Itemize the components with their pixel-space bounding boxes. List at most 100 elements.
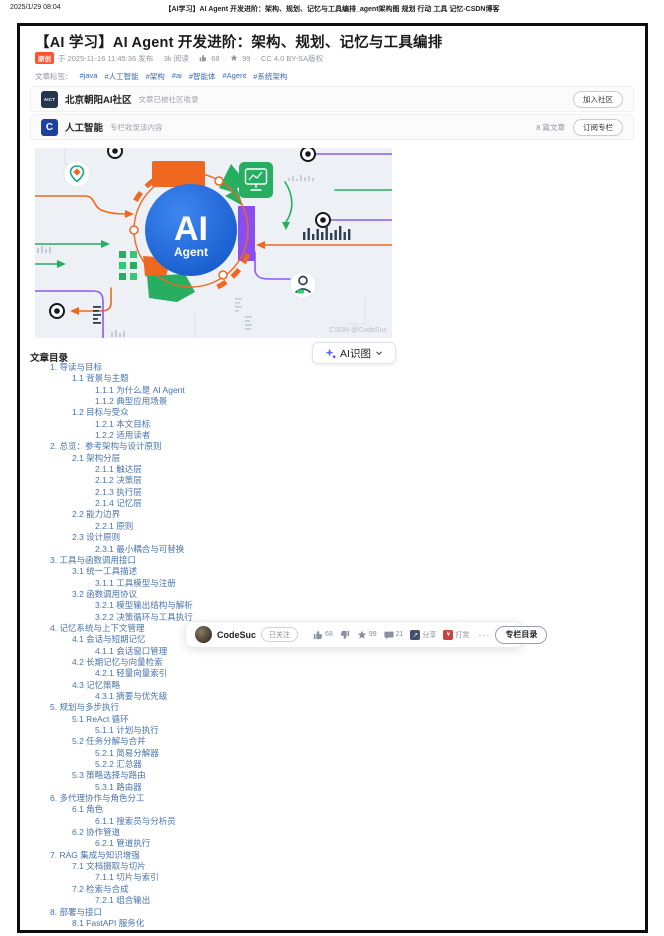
toc-item[interactable]: 1.1.1 为什么是 AI Agent xyxy=(95,384,185,395)
author-avatar[interactable] xyxy=(195,626,212,643)
toc-item[interactable]: 8. 部署与接口 xyxy=(50,906,102,917)
ai-agent-circle: AI Agent xyxy=(145,184,237,276)
comment-button[interactable]: 21 xyxy=(384,630,404,640)
author-name[interactable]: CodeSuc xyxy=(217,629,257,640)
join-community-button[interactable]: 加入社区 xyxy=(573,90,623,108)
toc-item[interactable]: 5.2.1 简易分解器 xyxy=(95,747,159,758)
toc-item[interactable]: 2.3 设计原则 xyxy=(72,532,121,543)
toc-item[interactable]: 5.1 ReAct 循环 xyxy=(72,713,129,724)
toc-item[interactable]: 8.1 FastAPI 服务化 xyxy=(72,917,145,928)
toc-item[interactable]: 3. 工具与函数调用接口 xyxy=(50,554,136,565)
toc-item[interactable]: 7.2 检索与合成 xyxy=(72,883,129,894)
toc-item[interactable]: 2.2 能力边界 xyxy=(72,509,121,520)
toc-item[interactable]: 1.2 目标与受众 xyxy=(72,407,129,418)
chevron-down-icon xyxy=(376,351,382,356)
share-button[interactable]: ↗ 分享 xyxy=(410,629,437,640)
community-avatar: AICT xyxy=(41,90,58,108)
toc-item[interactable]: 1.1.2 典型应用场景 xyxy=(95,396,168,407)
toc-item[interactable]: 3.1.1 工具模型与注册 xyxy=(95,577,176,588)
monitor-code-icon xyxy=(239,162,273,198)
tag-list: #java #人工智能 #架构 #ai #智能体 #Agent #系统架构 xyxy=(80,71,288,82)
like-count: 68 xyxy=(325,631,333,638)
toc-item[interactable]: 2.1.4 记忆层 xyxy=(95,498,142,509)
thumbs-down-icon xyxy=(340,630,349,639)
toc-item[interactable]: 1.2.1 本文目标 xyxy=(95,418,151,429)
toc-item[interactable]: 5.3 策略选择与路由 xyxy=(72,770,146,781)
toc-item[interactable]: 2.2.1 原则 xyxy=(95,520,134,531)
community-desc: 文章已被社区收录 xyxy=(138,94,199,104)
toc-item[interactable]: 4.1.1 会话窗口管理 xyxy=(95,645,168,656)
meta-star-count: 99 xyxy=(242,53,251,63)
toc-item[interactable]: 1. 导读与目标 xyxy=(50,362,102,372)
toc-item[interactable]: 4.2 长期记忆与向量检索 xyxy=(72,656,163,667)
tag-link[interactable]: #架构 xyxy=(145,72,165,81)
community-name[interactable]: 北京朝阳AI社区 xyxy=(65,95,132,106)
hero-svg: AI Agent xyxy=(35,148,392,338)
column-toc-button[interactable]: 专栏目录 xyxy=(495,625,548,644)
toc-item[interactable]: 6.2.1 管道执行 xyxy=(95,838,151,849)
column-name[interactable]: 人工智能 xyxy=(65,123,104,134)
toc-item[interactable]: 3.2.2 决策循环与工具执行 xyxy=(95,611,193,622)
toc-item[interactable]: 7.1.1 切片与索引 xyxy=(95,872,159,883)
like-button[interactable]: 68 xyxy=(313,630,333,640)
subscribe-column-button[interactable]: 订阅专栏 xyxy=(573,118,623,136)
toc-item[interactable]: 7. RAG 集成与知识增强 xyxy=(50,849,140,860)
ai-recognize-button[interactable]: AI识图 xyxy=(312,342,396,364)
toc-item[interactable]: 5.3.1 路由器 xyxy=(95,781,142,792)
target-node-icons xyxy=(49,148,331,319)
toc-item[interactable]: 2. 总览：参考架构与设计原则 xyxy=(50,441,162,452)
toc-item[interactable]: 1.1 背景与主题 xyxy=(72,373,129,384)
column-card[interactable]: C 人工智能 专栏收录该内容 8 篇文章 订阅专栏 xyxy=(30,114,634,140)
tag-link[interactable]: #人工智能 xyxy=(104,72,139,81)
toc-item[interactable]: 4.1 会话与短期记忆 xyxy=(72,634,146,645)
toc-item[interactable]: 5.1.1 计划与执行 xyxy=(95,725,159,735)
toc-item[interactable]: 2.3.1 最小耦合与可替换 xyxy=(95,543,185,554)
star-button[interactable]: 99 xyxy=(357,630,377,640)
toc-item[interactable]: 1.2.2 适用读者 xyxy=(95,430,151,441)
toc-item[interactable]: 4.3 记忆策略 xyxy=(72,679,121,690)
tag-link[interactable]: #智能体 xyxy=(188,72,216,81)
bar-chart-dark xyxy=(93,226,351,324)
arrowheads xyxy=(57,210,290,315)
toc-item[interactable]: 6.1 角色 xyxy=(72,804,104,815)
green-arrow xyxy=(219,164,249,206)
share-label: 分享 xyxy=(422,631,437,639)
toc-item[interactable]: 5.2 任务分解与合并 xyxy=(72,736,146,747)
toc-item[interactable]: 3.1 统一工具描述 xyxy=(72,566,138,577)
follow-button[interactable]: 已关注 xyxy=(261,627,299,642)
reward-icon: ¥ xyxy=(443,629,454,640)
article-title: 【AI 学习】AI Agent 开发进阶：架构、规划、记忆与工具编排 xyxy=(35,35,443,51)
toc-item[interactable]: 6.2 协作管道 xyxy=(72,827,121,838)
toc-item[interactable]: 2.1 架构分层 xyxy=(72,452,121,463)
more-button[interactable]: ··· xyxy=(478,629,491,640)
toc-item[interactable]: 6.1.1 搜索员与分析员 xyxy=(95,815,176,826)
toc-item[interactable]: 2.1.2 决策层 xyxy=(95,475,142,486)
tag-link[interactable]: #java xyxy=(79,71,98,80)
toc-item[interactable]: 5. 规划与多步执行 xyxy=(50,702,119,713)
community-card[interactable]: AICT 北京朝阳AI社区 文章已被社区收录 加入社区 xyxy=(30,86,634,112)
reward-button[interactable]: ¥ 打赏 xyxy=(443,629,470,640)
article-frame: 【AI 学习】AI Agent 开发进阶：架构、规划、记忆与工具编排 原创 于 … xyxy=(17,23,648,933)
comment-icon xyxy=(384,631,394,639)
meta-like-count: 68 xyxy=(211,53,220,63)
tag-link[interactable]: #系统架构 xyxy=(253,72,288,81)
ai-sparkle-icon xyxy=(325,347,336,358)
toc-item[interactable]: 7.2.1 组合输出 xyxy=(95,895,151,906)
toc-item[interactable]: 2.1.1 触达层 xyxy=(95,464,142,475)
tag-link[interactable]: #ai xyxy=(171,71,182,80)
toc-item[interactable]: 2.1.3 执行层 xyxy=(95,486,142,497)
toc-item[interactable]: 3.2 函数调用协议 xyxy=(72,588,138,599)
toc-item[interactable]: 3.2.1 模型输出结构与解析 xyxy=(95,600,193,611)
comment-count: 21 xyxy=(395,631,404,638)
tag-link[interactable]: #Agent xyxy=(222,71,247,80)
toc-item[interactable]: 4. 记忆系统与上下文管理 xyxy=(50,622,145,633)
toc-item[interactable]: 4.2.1 轻量向量索引 xyxy=(95,668,168,679)
green-squares xyxy=(119,251,137,280)
toc-item[interactable]: 6. 多代理协作与角色分工 xyxy=(50,793,145,804)
hero-agent-text: Agent xyxy=(174,245,208,259)
toc-item[interactable]: 7.1 文档摄取与切片 xyxy=(72,861,146,872)
toc-item[interactable]: 4.3.1 摘要与优先级 xyxy=(95,690,168,701)
toc-item[interactable]: 5.2.2 汇总器 xyxy=(95,759,142,770)
reward-label: 打赏 xyxy=(455,631,470,639)
dislike-button[interactable] xyxy=(340,630,350,640)
